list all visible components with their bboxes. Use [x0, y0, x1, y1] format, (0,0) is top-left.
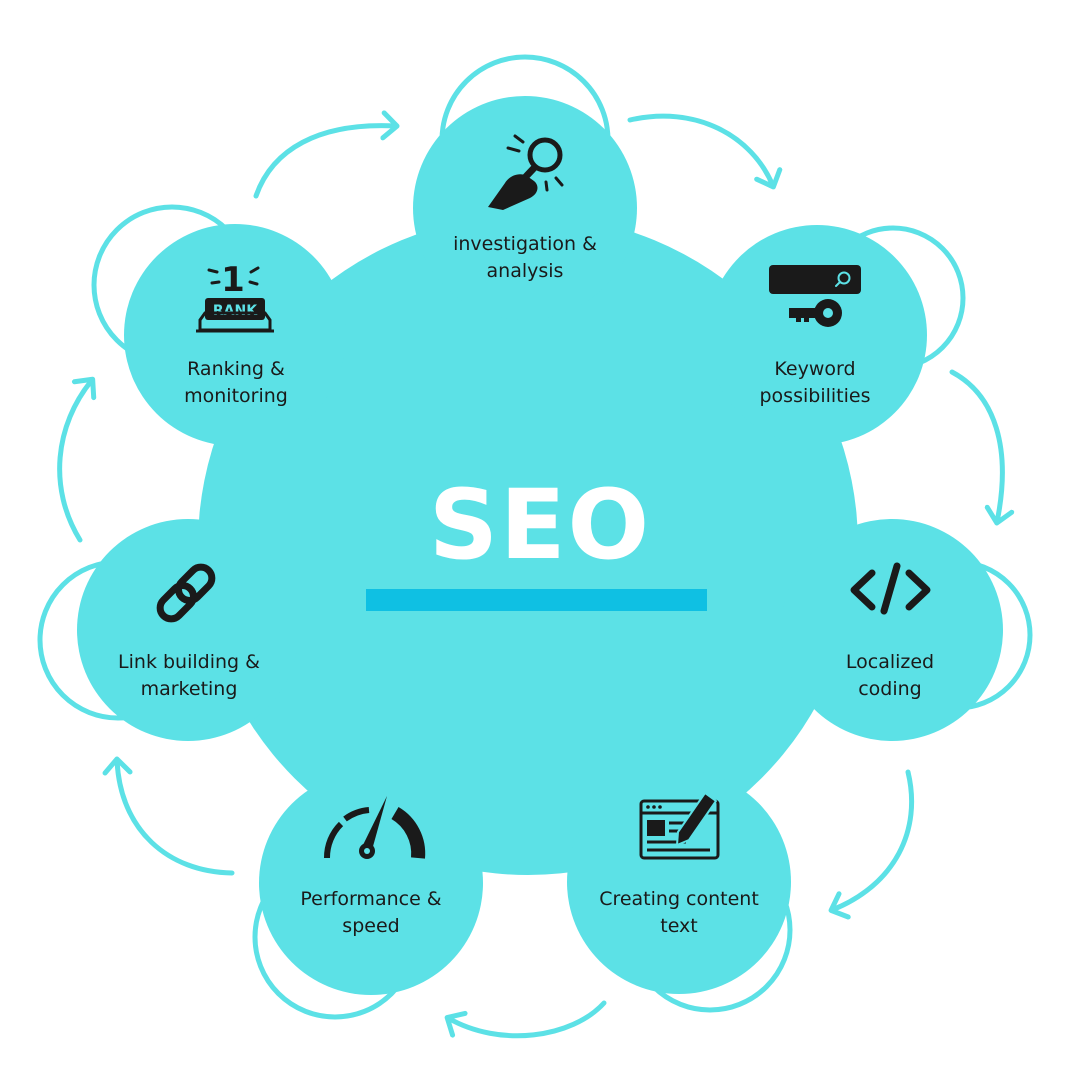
label-line: Keyword — [774, 358, 856, 380]
label-performance: Performance & speed — [271, 886, 471, 940]
arrow-performance-to-link — [102, 756, 235, 876]
bubble-ranking — [124, 224, 346, 446]
label-ranking: Ranking & monitoring — [136, 356, 336, 410]
label-line: Localized — [845, 651, 935, 673]
label-line: investigation & — [453, 233, 597, 255]
bubble-keyword — [707, 225, 927, 445]
arrow-ranking-to-investigation — [253, 110, 400, 199]
center-circle — [198, 215, 858, 875]
rank-trophy-icon: 1 RANK — [196, 260, 274, 333]
search-bar-key-icon — [769, 265, 861, 327]
label-line: marketing — [140, 678, 238, 700]
label-line: analysis — [486, 260, 564, 282]
label-line: speed — [342, 915, 400, 937]
bubble-content — [567, 770, 791, 994]
label-link: Link building & marketing — [89, 649, 289, 703]
speedometer-icon — [323, 796, 426, 859]
label-line: Creating content — [599, 888, 759, 910]
label-keyword: Keyword possibilities — [715, 356, 915, 410]
label-line: monitoring — [184, 385, 288, 407]
arrow-investigation-to-keyword — [627, 113, 783, 190]
label-localized: Localized coding — [790, 649, 990, 703]
arrow-link-to-ranking — [57, 376, 97, 543]
browser-pencil-icon — [639, 792, 720, 860]
bubble-link — [77, 519, 299, 741]
magnifier-hand-icon — [488, 134, 564, 210]
label-line: coding — [858, 678, 922, 700]
center-title: SEO — [428, 469, 652, 581]
center-underline — [366, 589, 707, 611]
code-brackets-icon — [850, 562, 931, 615]
label-line: Link building & — [118, 651, 260, 673]
bubble-investigation — [413, 96, 637, 320]
label-line: text — [660, 915, 698, 937]
center-blob — [77, 96, 1003, 995]
label-line: Ranking & — [187, 358, 285, 380]
arrow-keyword-to-localized — [949, 369, 1015, 526]
arrow-content-to-performance — [444, 1000, 607, 1039]
bubble-performance — [259, 771, 483, 995]
cycle-arrows — [57, 110, 1015, 1039]
bubble-localized — [781, 519, 1003, 741]
rank-word: RANK — [213, 303, 258, 319]
label-investigation: investigation & analysis — [425, 231, 625, 285]
label-line: possibilities — [759, 385, 871, 407]
rank-number: 1 — [221, 260, 245, 300]
label-line: Performance & — [300, 888, 442, 910]
label-content: Creating content text — [579, 886, 779, 940]
arrow-localized-to-content — [828, 769, 915, 920]
chain-link-icon — [156, 563, 216, 623]
